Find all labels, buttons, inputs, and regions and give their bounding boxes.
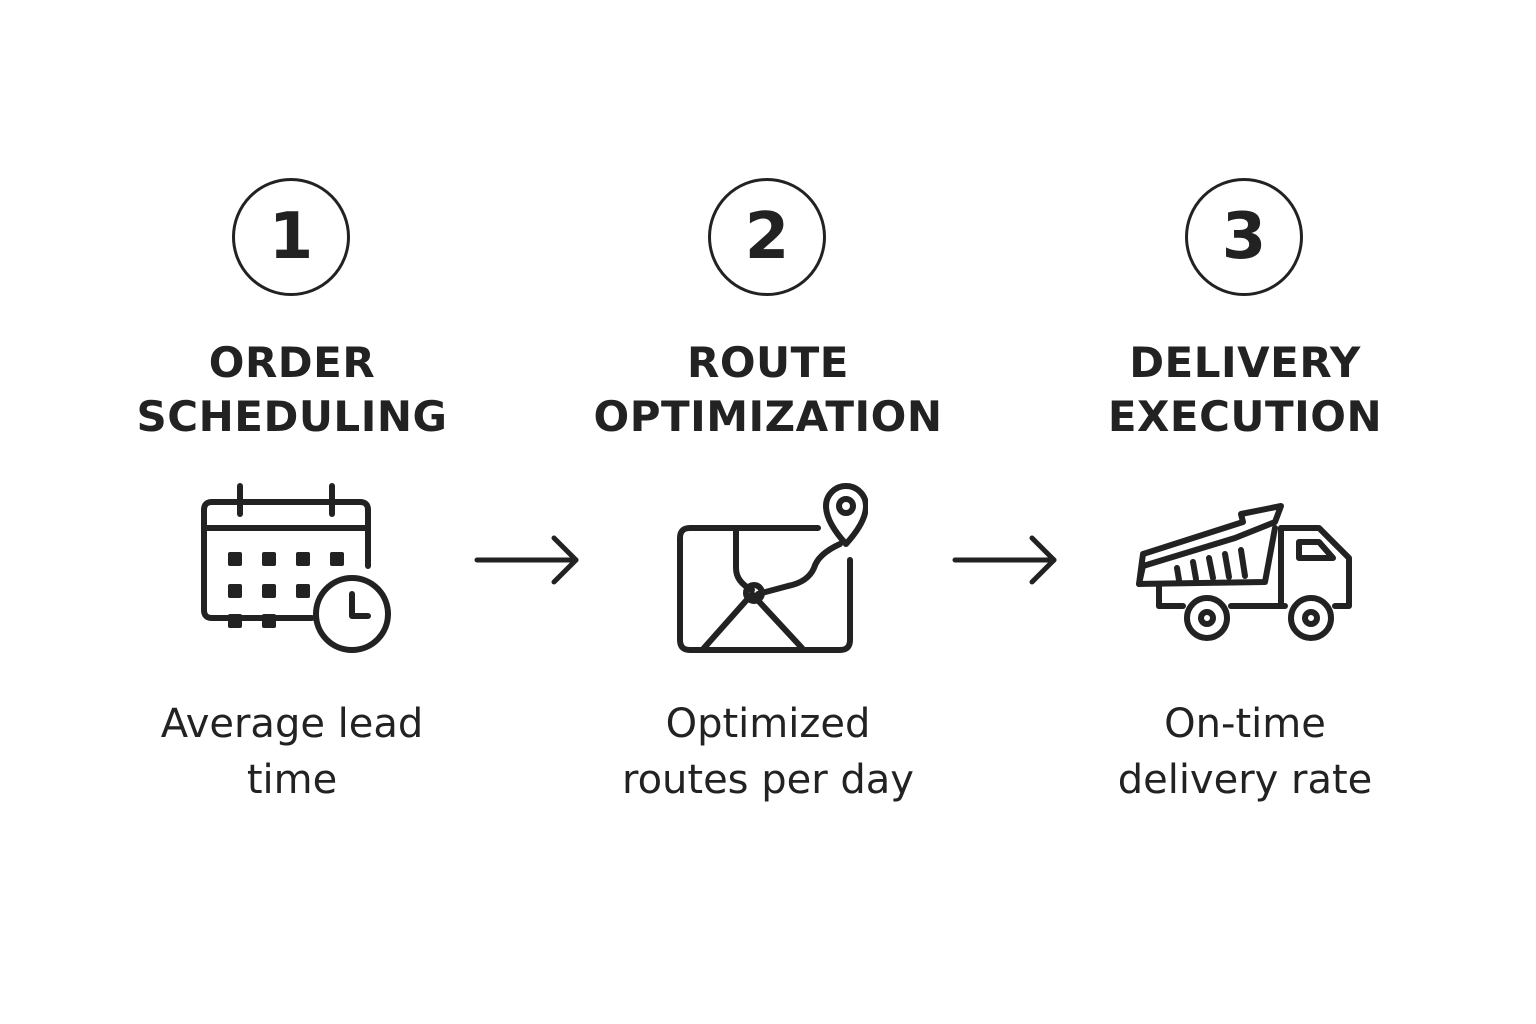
step-number-badge: 3 [1185, 178, 1303, 296]
step-description-line1: On-time [1164, 701, 1326, 747]
step-description: On-time delivery rate [1035, 696, 1455, 808]
map-pin-icon [668, 478, 868, 668]
right-arrow-icon [472, 530, 582, 590]
step-title-line1: DELIVERY [1129, 338, 1361, 387]
calendar-clock-icon [192, 478, 392, 668]
step-description-line1: Optimized [665, 701, 871, 747]
step-description: Average lead time [82, 696, 502, 808]
step-number-badge: 2 [708, 178, 826, 296]
step-description-line2: time [246, 757, 338, 803]
step-title-line1: ROUTE [687, 338, 849, 387]
step-title-line2: EXECUTION [1107, 392, 1383, 441]
step-title: DELIVERY EXECUTION [1035, 336, 1455, 444]
dump-truck-icon [1136, 478, 1352, 668]
step-title-line1: ORDER [208, 338, 376, 387]
step-description-line1: Average lead [160, 701, 424, 747]
step-description-line2: delivery rate [1117, 757, 1373, 803]
step-description-line2: routes per day [622, 757, 914, 803]
step-number-badge: 1 [232, 178, 350, 296]
step-description: Optimized routes per day [558, 696, 978, 808]
step-title-line2: OPTIMIZATION [593, 392, 943, 441]
step-title-line2: SCHEDULING [136, 392, 448, 441]
step-title: ROUTE OPTIMIZATION [558, 336, 978, 444]
step-title: ORDER SCHEDULING [82, 336, 502, 444]
right-arrow-icon [950, 530, 1060, 590]
